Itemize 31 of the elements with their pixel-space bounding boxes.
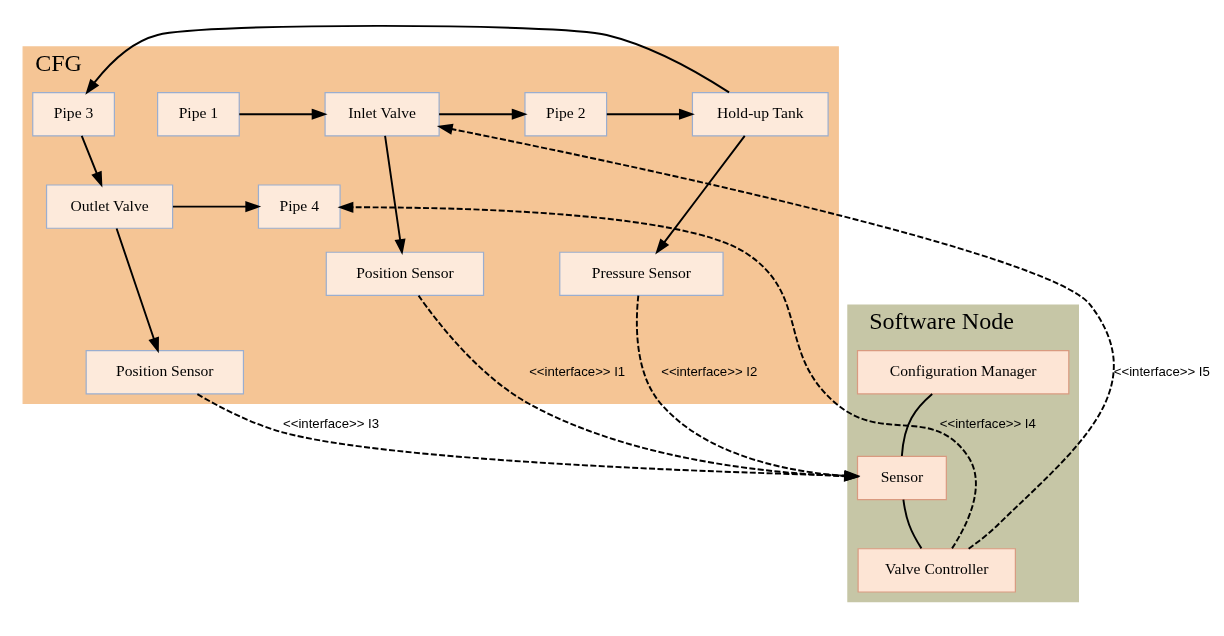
node-box: Inlet Valve [324,91,440,136]
connector [900,392,934,457]
edge-label: <<interface>> I2 [661,363,758,379]
edge-label: <<interface>> I4 [939,415,1036,431]
arrow [384,134,406,255]
node-box: Configuration Manager [856,349,1070,394]
arrow [655,134,746,254]
arrow [80,134,103,187]
arrow [605,108,695,120]
edge-label: <<interface>> I5 [1113,363,1210,379]
node-box: Outlet Valve [45,183,174,229]
node-box: Valve Controller [857,547,1016,593]
node-box: Pipe 3 [32,91,115,136]
arrow [172,200,262,212]
edge-label: <<interface>> I1 [529,363,626,379]
node-box: Hold-up Tank [691,91,829,136]
node-box: Pipe 2 [524,91,608,136]
node-box: Position Sensor [85,349,245,394]
node-box: Pipe 4 [257,183,341,229]
connector [902,498,923,549]
arrow [438,108,528,120]
node-box: Pipe 1 [157,91,240,136]
node-box: Pressure Sensor [559,251,724,296]
node-box: Position Sensor [325,251,485,296]
node-box: Sensor [856,455,947,500]
arrow [115,227,159,353]
edge-label: <<interface>> I3 [283,415,380,431]
arrow [238,108,328,120]
arrow [85,24,731,95]
arrow [337,201,977,549]
arrow [436,123,1115,550]
